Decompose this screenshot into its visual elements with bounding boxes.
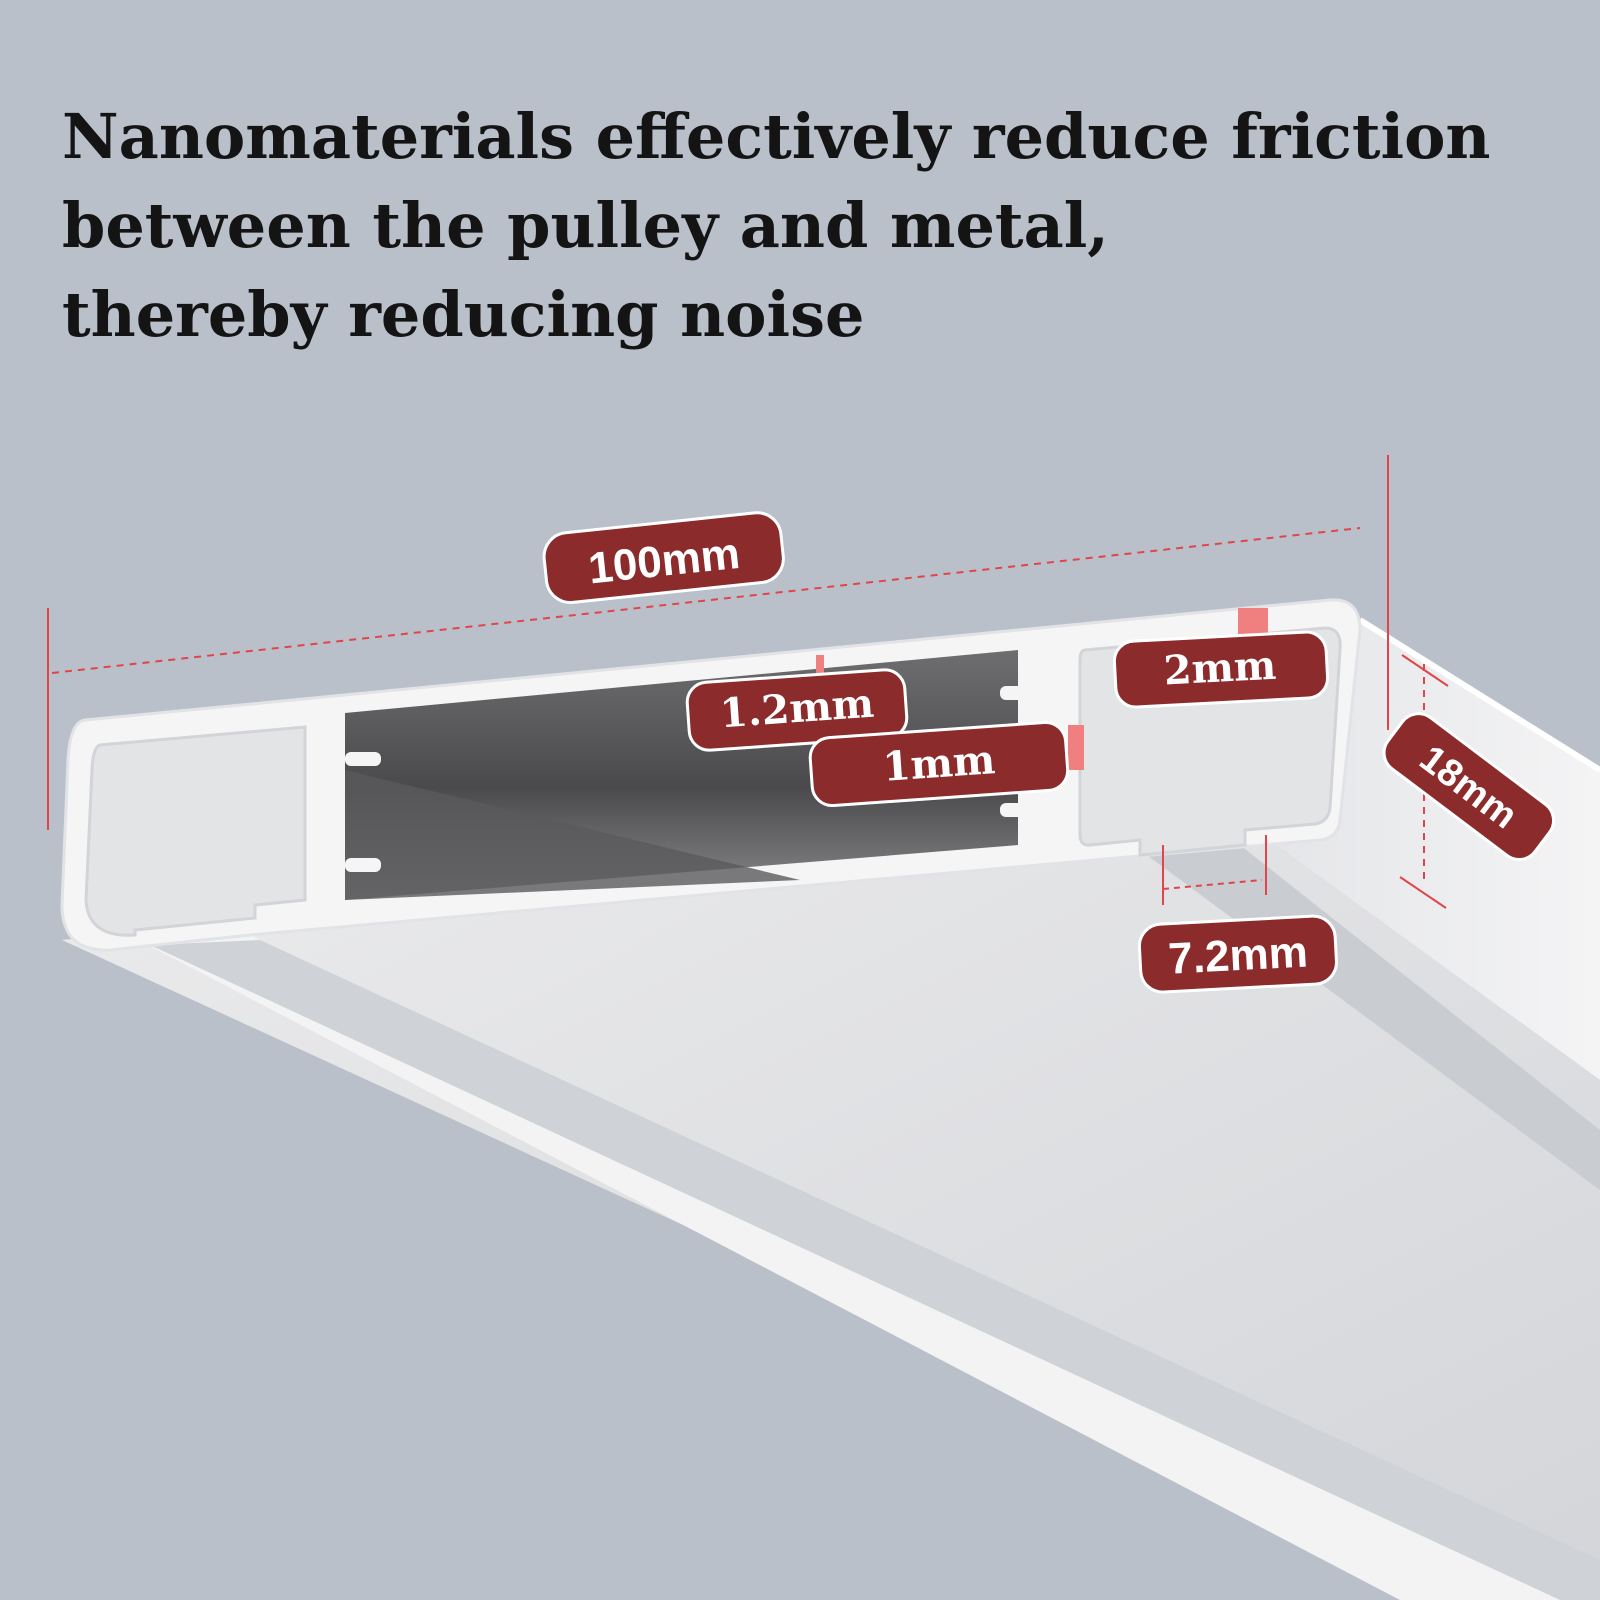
left-rail-groove [150, 940, 1600, 1600]
label-1-2mm: 1.2mm [685, 668, 909, 752]
left-channel-cavity [84, 725, 307, 937]
rib-right-1 [1000, 686, 1042, 700]
label-100mm: 100mm [542, 511, 785, 605]
height-tick-bottom [1399, 876, 1447, 909]
label-7-2mm-text: 7.2mm [1167, 927, 1309, 983]
wall-marker-top [816, 655, 824, 677]
center-cavity-shelf [345, 770, 800, 900]
wall-marker-inner [1068, 725, 1084, 770]
rib-right-2 [1000, 803, 1042, 817]
headline-line-3: thereby reducing noise [62, 278, 865, 351]
headline-line-1: Nanomaterials effectively reduce frictio… [62, 100, 1491, 173]
label-1mm-text: 1mm [881, 736, 996, 791]
label-2mm: 2mm [1112, 630, 1330, 709]
label-2mm-text: 2mm [1163, 642, 1278, 695]
label-7-2mm: 7.2mm [1137, 914, 1338, 994]
width-dimension-line [51, 527, 1361, 674]
rib-left-1 [345, 752, 381, 766]
label-1mm: 1mm [808, 721, 1070, 808]
label-1-2mm-text: 1.2mm [718, 680, 875, 738]
rib-left-2 [345, 858, 381, 872]
slot-dimension-line [1162, 879, 1263, 890]
headline: Nanomaterials effectively reduce frictio… [62, 92, 1542, 359]
height-tick-top [1401, 654, 1449, 687]
headline-line-2: between the pulley and metal, [62, 189, 1109, 262]
profile-side-edge [1358, 617, 1600, 773]
